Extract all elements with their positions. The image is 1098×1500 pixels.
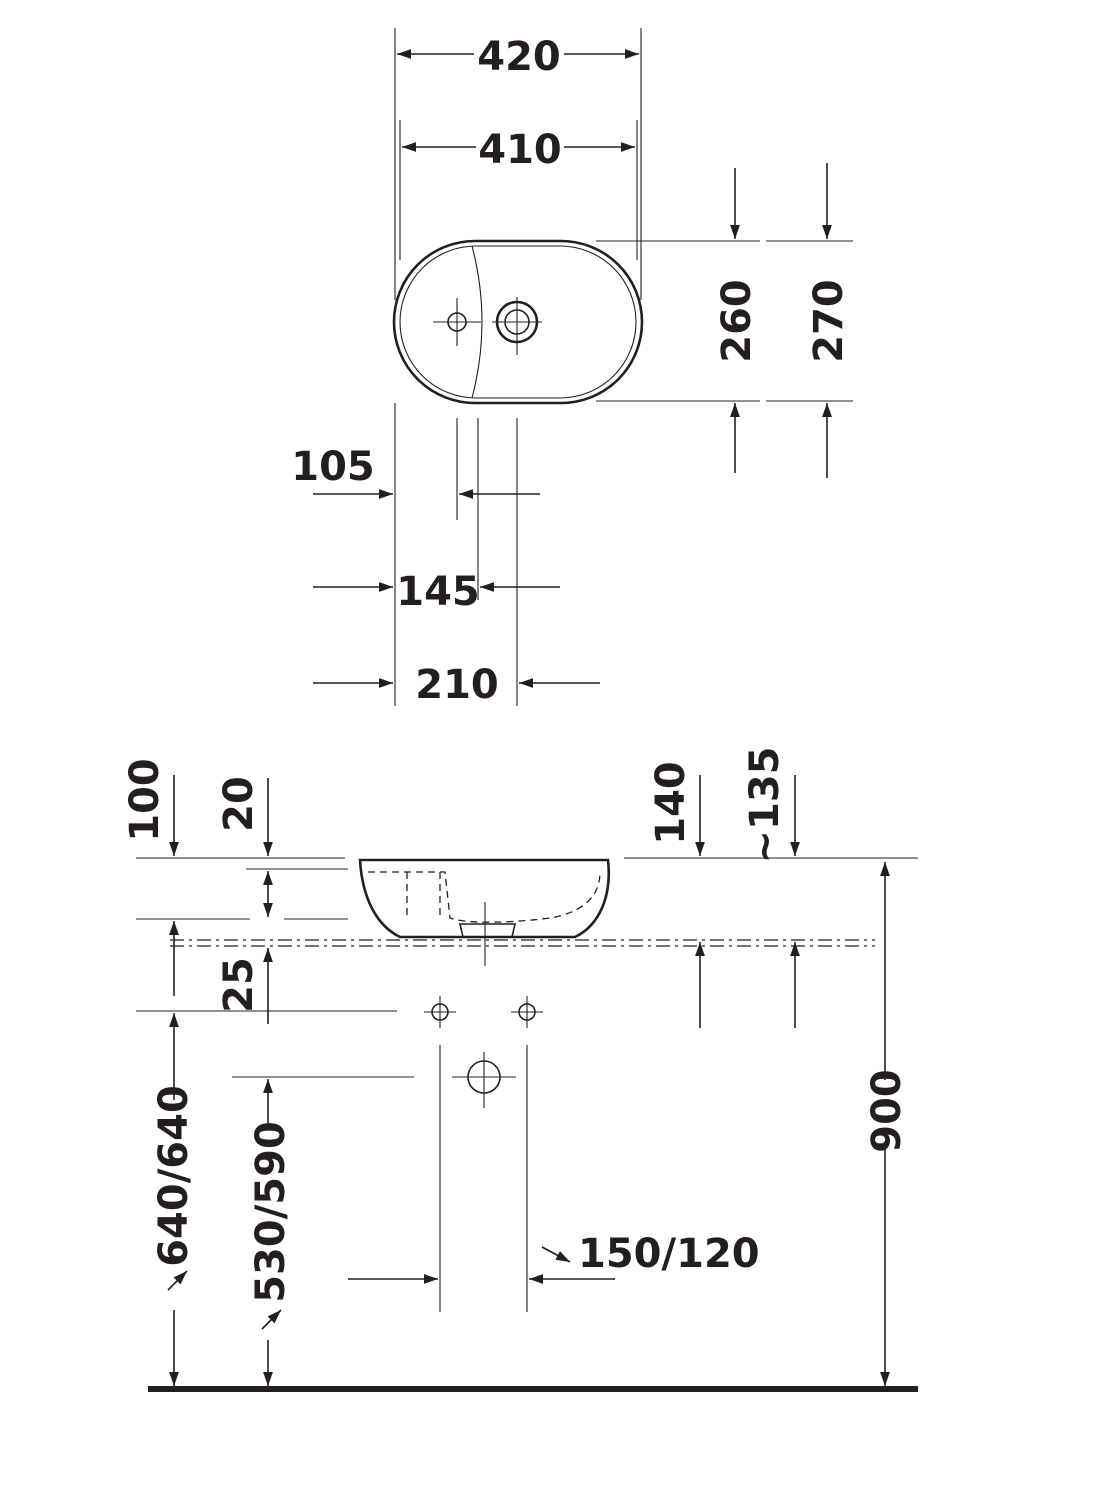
supply-valve-right (511, 996, 543, 1028)
top-view: 420 410 260 (291, 28, 853, 708)
dimension-bowl-height: 140 (648, 761, 694, 845)
dimension-drain-height: 530/590 (248, 1121, 294, 1303)
drain-hole (492, 297, 542, 355)
tap-hole (433, 298, 481, 346)
dimension-rim-offset: 100 (122, 758, 168, 842)
dimension-width-outer: 420 (477, 34, 561, 80)
dimension-width-inner: 410 (478, 127, 562, 173)
basin-profile-side (358, 858, 611, 939)
dimension-half-width: 210 (415, 662, 499, 708)
dimension-supply-height: 640/640 (151, 1085, 197, 1267)
dimension-rim-thickness: 20 (216, 776, 262, 832)
dimension-tap-offset: 105 (291, 444, 375, 490)
supply-valve-left (424, 996, 456, 1028)
dimension-drain-offset: 145 (396, 569, 480, 615)
dimension-depth-outer: 270 (806, 279, 852, 363)
side-view: 100 20 25 140 ~135 (122, 746, 918, 1392)
dimension-bowl-height-approx: ~135 (742, 746, 788, 863)
drain-outlet (452, 1052, 516, 1108)
dimension-depth-inner: 260 (714, 279, 760, 363)
dimension-supply-spacing: 150/120 (578, 1231, 760, 1277)
dimension-total-height: 900 (864, 1069, 910, 1153)
dimension-base-thickness: 25 (216, 957, 262, 1013)
basin-outline-top (392, 239, 644, 405)
